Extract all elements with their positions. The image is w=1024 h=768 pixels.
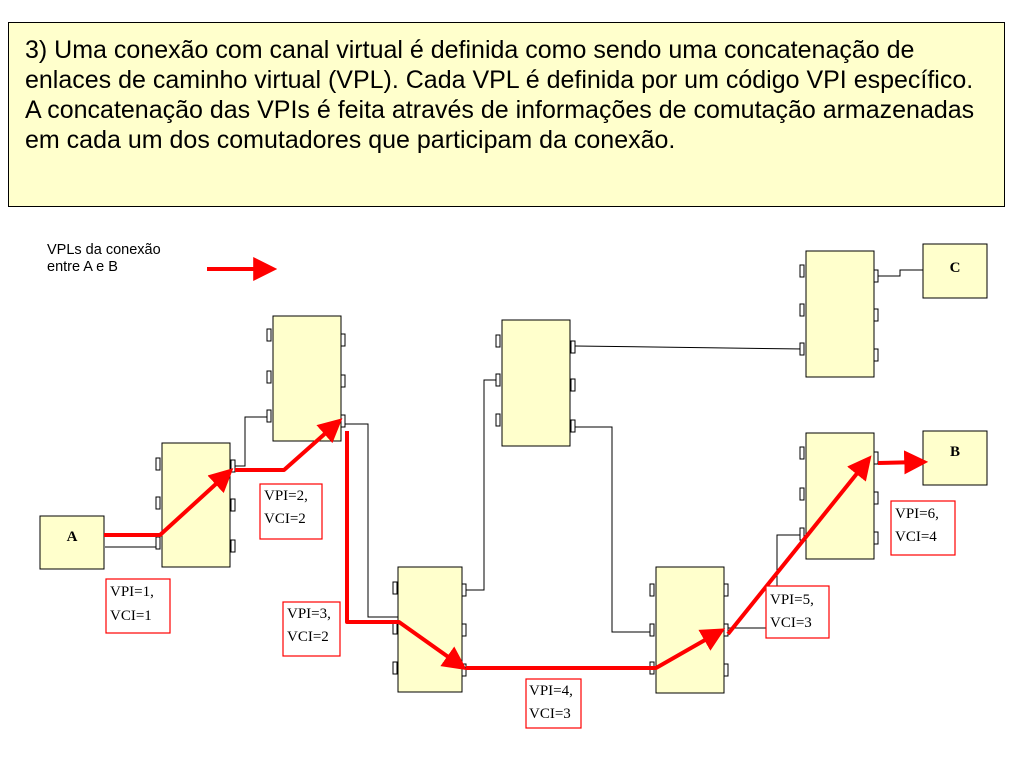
terminal-b-label: B xyxy=(950,444,960,460)
terminal-c: C xyxy=(922,243,988,299)
vpl-path xyxy=(104,418,929,671)
label-vpi5-line1: VPI=5, xyxy=(770,592,814,608)
terminal-b: B xyxy=(922,430,988,486)
switch-3 xyxy=(495,319,576,447)
wire-s1-s2 xyxy=(231,416,270,467)
switch-5 xyxy=(649,566,729,694)
label-vpi5-line2: VCI=3 xyxy=(770,615,812,631)
label-vpi3: VPI=3, VCI=2 xyxy=(282,601,341,657)
label-vpi6: VPI=6, VCI=4 xyxy=(890,500,956,556)
label-vpi6-line2: VCI=4 xyxy=(895,529,937,545)
label-vpi2-line1: VPI=2, xyxy=(264,488,308,504)
description-text: 3) Uma conexão com canal virtual é defin… xyxy=(8,22,1005,207)
label-vpi2-line2: VCI=2 xyxy=(264,511,306,527)
label-vpi3-line2: VCI=2 xyxy=(287,629,329,645)
switch-4 xyxy=(392,566,467,693)
legend-label: VPLs da conexão entre A e B xyxy=(47,242,161,275)
wire-s5-s7 xyxy=(725,534,804,629)
switch-6 xyxy=(799,250,879,378)
wire-s2-s4 xyxy=(344,423,400,618)
terminal-c-label: C xyxy=(950,260,961,276)
terminal-a-label: A xyxy=(67,529,78,545)
label-vpi4-line2: VCI=3 xyxy=(529,706,571,722)
vpl-segment-s4-s5 xyxy=(466,628,726,670)
label-vpi4: VPI=4, VCI=3 xyxy=(525,678,582,729)
switch-1 xyxy=(155,442,236,568)
vpl-segment-s2-s4 xyxy=(345,431,467,671)
label-vpi1-line1: VPI=1, xyxy=(110,584,154,600)
wire-s4-s3 xyxy=(463,379,499,591)
wires xyxy=(105,269,923,633)
label-vpi5: VPI=5, VCI=3 xyxy=(765,585,830,639)
label-vpi1-line2: VCI=1 xyxy=(110,608,152,624)
vpl-segment-s7-b xyxy=(877,450,929,475)
label-vpi1: VPI=1, VCI=1 xyxy=(105,578,171,634)
vpl-segment-s5-s7 xyxy=(726,455,872,636)
label-vpi6-line1: VPI=6, xyxy=(895,506,939,522)
terminal-a: A xyxy=(39,515,105,570)
vpl-segment-a-s1 xyxy=(104,468,234,537)
vpl-segment-s1-s2 xyxy=(235,418,343,472)
wire-s3-s6 xyxy=(574,345,805,350)
label-vpi3-line1: VPI=3, xyxy=(287,606,331,622)
switch-2 xyxy=(266,315,346,442)
wire-s3-s5 xyxy=(575,426,654,633)
wire-s6-c xyxy=(878,269,923,277)
label-vpi2: VPI=2, VCI=2 xyxy=(259,483,323,540)
label-vpi4-line1: VPI=4, xyxy=(529,683,573,699)
